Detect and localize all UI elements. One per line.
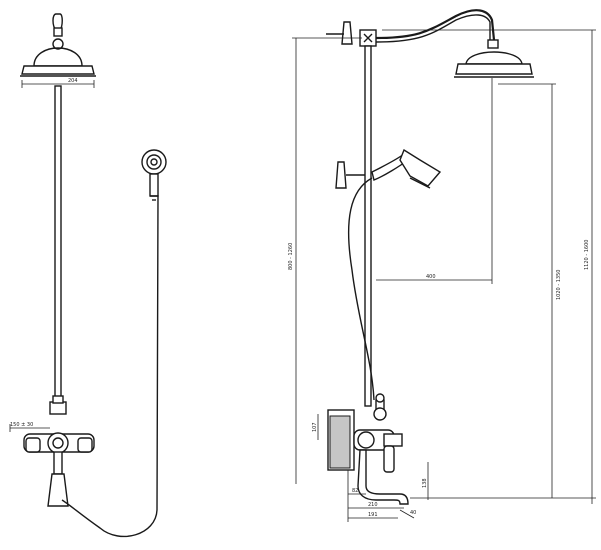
side-valve-offset-label: 82 — [352, 488, 358, 494]
front-hand-shower-handle — [149, 173, 159, 197]
side-dimensions: 800 - 1260 400 1020 - 1350 1120 - 1600 1… — [288, 29, 596, 522]
side-total-depth-label: 191 — [368, 512, 378, 518]
side-spout-tip-label: 40 — [410, 510, 416, 516]
front-top-connector — [53, 27, 63, 37]
front-hose — [61, 195, 159, 538]
front-valve-spacing-label: 150 ± 30 — [10, 422, 33, 428]
front-head-cap — [52, 38, 64, 50]
side-arm-reach-label: 400 — [426, 274, 436, 280]
front-valve-spacing-dimension: 150 ± 30 — [9, 422, 50, 432]
front-diverter-knob — [49, 401, 67, 415]
side-riser-height-label: 800 - 1260 — [288, 243, 294, 270]
side-riser-pipe — [364, 45, 372, 407]
front-left-handle — [25, 437, 41, 453]
side-view: 800 - 1260 400 1020 - 1350 1120 - 1600 1… — [288, 9, 596, 522]
front-riser-pipe — [54, 85, 62, 405]
side-valve-depth-label: 107 — [312, 422, 318, 432]
side-lever-handle — [383, 445, 395, 473]
side-overall-height-label: 1120 - 1600 — [584, 240, 590, 270]
front-right-handle — [77, 437, 93, 453]
side-hand-shower — [371, 148, 442, 189]
front-spout-neck — [53, 451, 63, 475]
front-head-dome — [33, 47, 83, 67]
side-hand-shower-head — [399, 148, 442, 187]
side-spout-reach-label: 210 — [368, 502, 378, 508]
side-spout — [357, 449, 409, 505]
front-view: 204 150 ± 30 — [9, 13, 167, 538]
front-spout — [47, 473, 69, 507]
front-head-width-label: 204 — [68, 78, 78, 84]
side-top-wall-bracket — [341, 21, 353, 45]
side-gooseneck-arm — [375, 9, 496, 41]
side-hose — [347, 177, 375, 401]
side-head-dome — [465, 51, 523, 65]
side-valve-assembly — [327, 393, 409, 505]
side-overhead-shower-head — [455, 63, 533, 75]
front-head-width-dimension: 204 — [21, 78, 95, 88]
side-head-connector — [487, 39, 499, 49]
front-shower-head-rim — [21, 65, 95, 75]
side-hand-bracket — [335, 161, 347, 189]
side-spout-drop-label: 138 — [422, 478, 428, 488]
side-spout-height-label: 1020 - 1350 — [556, 270, 562, 300]
front-hand-shower-head — [141, 149, 167, 175]
front-valve-center — [47, 432, 69, 454]
front-hand-shower — [61, 149, 167, 538]
front-valve-assembly — [23, 395, 95, 507]
